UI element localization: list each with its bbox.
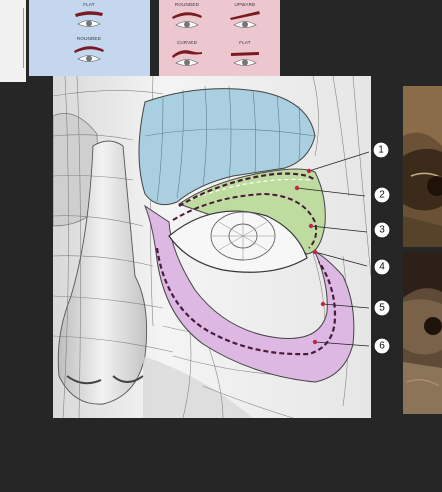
callout-5: 5 [373,299,391,317]
eyebrow-tile-label: FLAT [239,40,251,45]
eyebrow-eye-icon [231,52,259,66]
eyebrow-tile-label: ROUNDED [174,2,200,7]
eyebrow-tile-flat: FLAT [69,2,109,30]
cropped-eye-photo-bottom [403,252,442,414]
eyebrow-tile-label: ROUNDED [76,36,102,41]
eyebrow-tile-rounded: ROUNDED [167,2,207,30]
eye-region-illustration [53,76,371,418]
callout-2: 2 [373,186,391,204]
eyebrow-tile-label: UPWARD [234,2,256,7]
callout-6: 6 [373,337,391,355]
eyebrow-tile-upward: UPWARD [225,2,265,30]
callout-number: 3 [379,225,385,236]
eyebrow-tile-label: CURVED [176,40,198,45]
eyebrow-eye-icon [172,12,202,28]
callout-number: 1 [378,145,384,156]
eyebrow-eye-icon [75,11,103,27]
callout-marker-dots [294,168,326,345]
callout-1: 1 [372,141,390,159]
eyebrow-shapes-card-pink: ROUNDED UPWARD CURVED FLAT [159,0,280,76]
eyebrow-tile-rounded: ROUNDED [69,36,109,64]
eye-region-diagram [53,76,371,418]
eyebrow-tile-label: FLAT [83,2,95,7]
eyebrow-eye-icon [230,11,260,28]
callout-3: 3 [373,221,391,239]
callout-4: 4 [373,258,391,276]
eyebrow-shapes-card-blue: FLAT ROUNDED [29,0,150,76]
cropped-eye-photo-top [403,86,442,247]
callout-number: 6 [379,341,385,352]
cropped-left-card [0,0,26,82]
eyebrow-eye-icon [172,50,202,66]
eyebrow-tile-flat: FLAT [225,40,265,68]
eyebrow-tile-curved: CURVED [167,40,207,68]
callout-number: 5 [379,303,385,314]
callout-number: 2 [379,190,385,201]
callout-number: 4 [379,262,385,273]
eyebrow-eye-icon [74,46,104,62]
